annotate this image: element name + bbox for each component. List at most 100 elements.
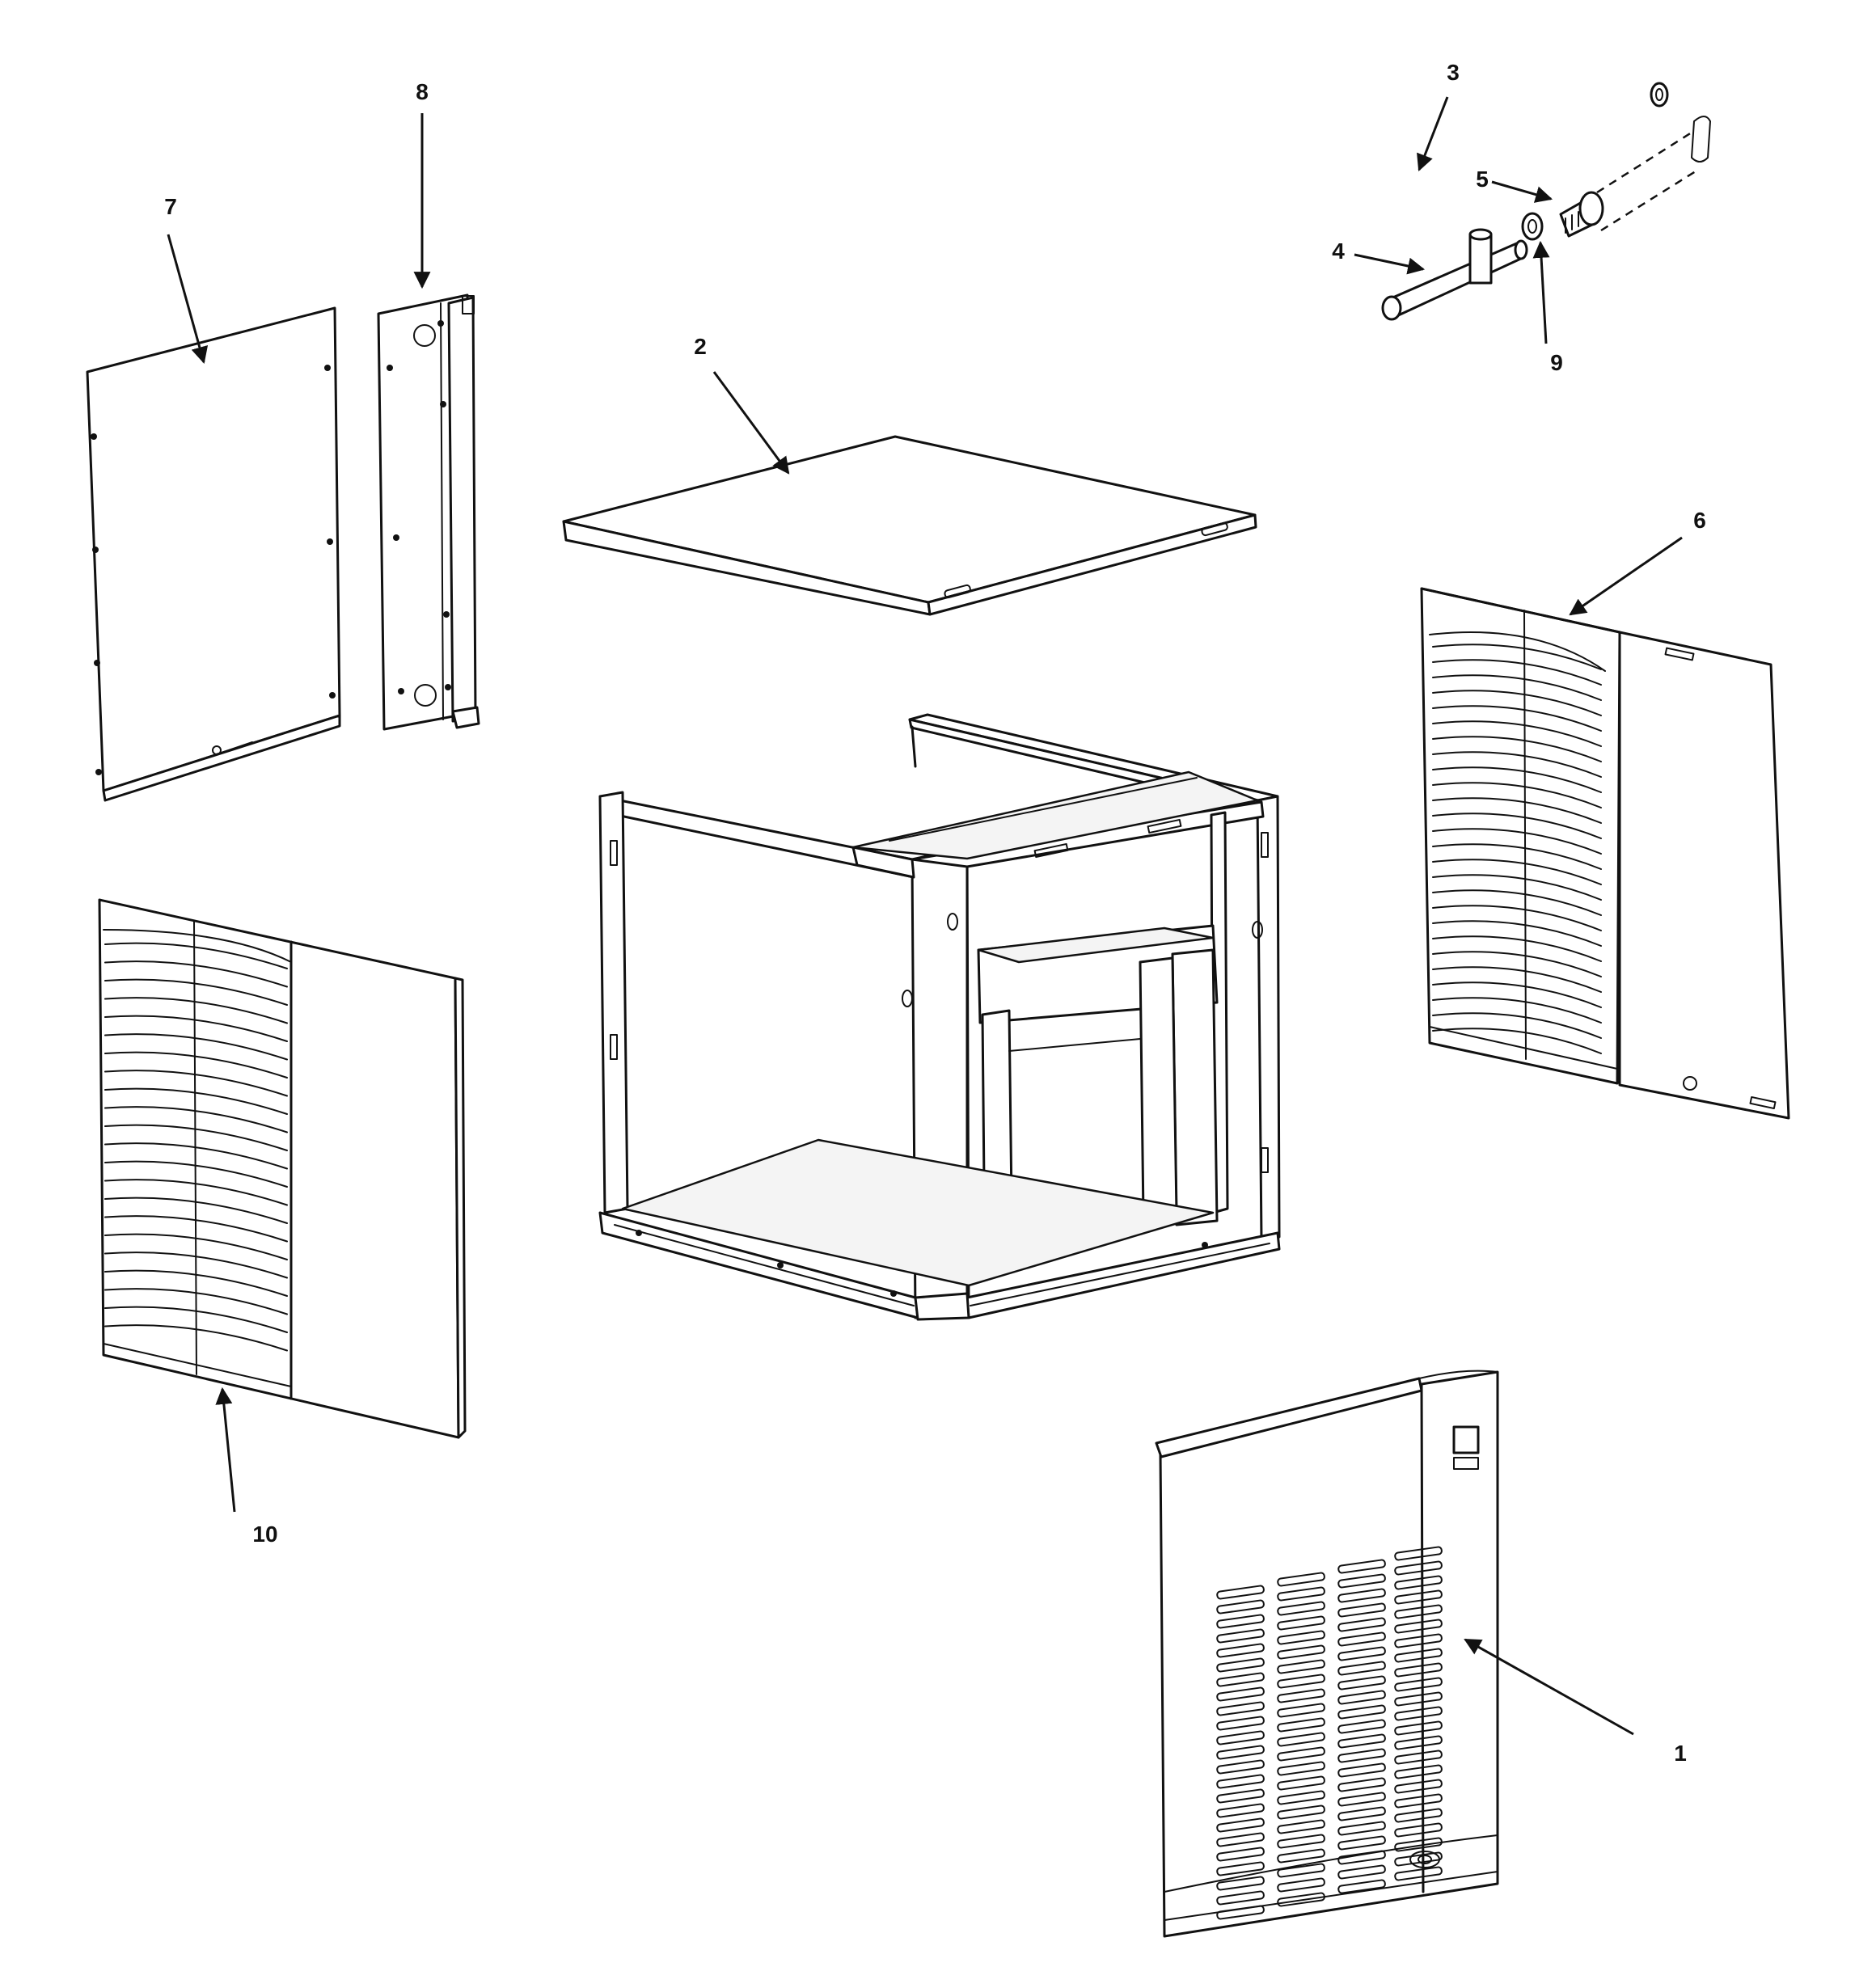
vent-slot [1394,1866,1443,1881]
vent-slot [1216,1774,1265,1789]
callout-9: 9 [1550,350,1563,375]
vent-slot [1216,1672,1265,1687]
vent-slot [1394,1706,1443,1721]
vent-slot [1337,1646,1386,1661]
part-1-front-panel [1155,1370,1499,1938]
louver-slat [104,1015,288,1042]
louver-slat [104,1087,288,1115]
leader-9 [1532,240,1550,344]
louver-slat [104,1051,288,1078]
vent-slot [1277,1717,1325,1733]
vent-slot [1394,1662,1443,1678]
louver-slat [104,1215,288,1243]
vent-slot [1216,1905,1265,1920]
vent-slot [1216,1832,1265,1847]
vent-slot [1337,1704,1386,1720]
vent-slot [1394,1764,1443,1779]
louver-slat [1432,644,1602,670]
louver-slat [1432,736,1602,762]
vent-slot [1337,1879,1386,1894]
louver-slat [104,1306,288,1333]
vent-slot [1216,1701,1265,1716]
vent-slot [1394,1793,1443,1809]
vent-slot [1277,1615,1325,1631]
vent-slot [1216,1759,1265,1775]
louver-slat [104,1233,288,1260]
vent-slot [1394,1575,1443,1590]
vent-slot [1216,1643,1265,1658]
louver-slat [1432,813,1602,839]
vent-grille-1 [1216,1546,1443,1920]
callout-8: 8 [416,79,429,104]
louver-slat [104,1142,288,1170]
vent-slot [1394,1677,1443,1692]
louver-slat [1432,905,1602,931]
vent-slot [1337,1821,1386,1836]
louver-slat [104,1070,288,1097]
vent-slot [1394,1560,1443,1576]
vent-slot [1394,1633,1443,1648]
callout-10: 10 [252,1522,277,1547]
vent-slot [1337,1733,1386,1749]
vent-slot [1277,1863,1325,1878]
louver-slat [1432,859,1602,885]
vent-slot [1277,1761,1325,1776]
louver-slat [1432,951,1602,977]
louver-slat [1432,690,1602,716]
louver-slat [1432,935,1602,962]
louver-slat [104,1324,288,1352]
vent-slot [1337,1690,1386,1705]
vent-slot [1277,1877,1325,1893]
vent-slot [1277,1688,1325,1703]
vent-slot [1394,1837,1443,1852]
louver-slat [104,997,288,1024]
louver-slat [104,1179,288,1206]
vent-slot [1394,1822,1443,1838]
louver-slat [1432,889,1602,916]
vent-slot [1337,1588,1386,1603]
part-8-bracket-panel [377,293,480,731]
vent-slot [1337,1631,1386,1647]
louver-slat [104,1269,288,1297]
vent-slot [1277,1732,1325,1747]
louver-slat [1432,966,1602,993]
vent-slot [1216,1803,1265,1818]
vent-slot [1277,1572,1325,1587]
vent-slot [1277,1848,1325,1864]
vent-slot [1394,1604,1443,1619]
vent-slot [1394,1779,1443,1794]
louver-slat [104,1288,288,1315]
vent-slot [1394,1720,1443,1736]
leader-5 [1491,180,1553,203]
louver-slat [1432,1028,1602,1054]
vent-slot [1394,1808,1443,1823]
louver-slat [1432,1012,1602,1039]
vent-slot [1216,1686,1265,1702]
part-7-side-panel [86,306,341,802]
louver-slat [104,942,288,969]
callout-2: 2 [694,334,707,359]
vent-slot [1394,1546,1443,1561]
vent-slot [1337,1864,1386,1880]
part-6-louvered-front-panel [1420,587,1790,1120]
vent-slot [1337,1748,1386,1763]
vent-slot [1337,1850,1386,1865]
louver-slat [104,960,288,988]
callout-6: 6 [1693,508,1706,533]
louver-slat [1432,828,1602,855]
vent-slot [1337,1777,1386,1792]
louver-slat [104,1197,288,1224]
louver-slat [1432,766,1602,793]
part-5-drain-fitting [1559,129,1699,238]
vent-slot [1277,1630,1325,1645]
vent-slot [1337,1661,1386,1676]
callout-3: 3 [1447,60,1460,85]
louver-slat [1432,843,1602,870]
louver-slat [1432,797,1602,824]
louvers-6 [1432,644,1602,1054]
leader-1 [1464,1638,1634,1736]
louver-slat [1432,659,1602,686]
vent-slot [1337,1719,1386,1734]
